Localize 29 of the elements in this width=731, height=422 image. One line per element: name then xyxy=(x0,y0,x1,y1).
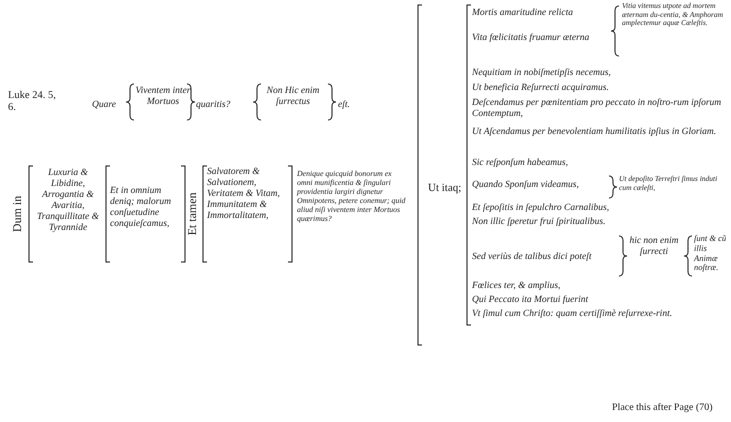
text-group: Non Hic enim ſurrectus xyxy=(262,86,324,108)
word: Quare xyxy=(92,100,116,111)
text-group: Luxuria & Libidine, Arrogantia & Avaritia, Tranquillitate & Tyrannide xyxy=(33,168,103,234)
text-line: Quando Sponſum videamus, xyxy=(472,180,579,191)
word: quaritis? xyxy=(196,100,230,111)
rotated-label: Dum in xyxy=(11,194,25,234)
text-line: Sed veriùs de talibus dici poteſt xyxy=(472,252,592,263)
text-line: Mortis amaritudine relicta xyxy=(472,8,573,19)
text-line: Vita fœlicitatis fruamur æterna xyxy=(472,33,590,44)
word: eſt. xyxy=(338,100,350,111)
text-group: Salvatorem & Salvationem, Veritatem & Vitam, Immunitatem & Immortalitatem, xyxy=(207,167,287,222)
text-line: Non illic ſperetur frui ſpiritualibus. xyxy=(472,217,606,228)
text-line: Qui Peccato ita Mortui fuerint xyxy=(472,295,588,306)
text-line: Deſcendamus per pœnitentiam pro peccato in noſtro-rum ipſorum Contemptum, xyxy=(472,98,722,120)
text-line: Et ſepoſitis in ſepulchro Carnalibus, xyxy=(472,203,610,214)
text-group: Viventem inter Mortuos xyxy=(133,86,193,108)
text-line: Sic reſponſum habeamus, xyxy=(472,158,568,169)
verse-reference: Luke 24. 5, 6. xyxy=(8,90,57,114)
text-line: Ut beneficia Reſurrecti acquiramus. xyxy=(472,83,609,94)
text-group: hic non enim ſurrecti xyxy=(628,236,680,258)
text-line: Fœlices ter, & amplius, xyxy=(472,281,560,292)
text-line: Ut Aſcendamus per benevolentiam humilitatis ipſius in Gloriam. xyxy=(472,127,718,138)
section-label: Ut itaq; xyxy=(428,182,462,195)
text-group: Et in omnium deniq; malorum conſuetudine conquieſcamus, xyxy=(110,186,182,230)
page-note: Place this after Page (70) xyxy=(612,402,713,414)
rotated-label: Et tamen xyxy=(186,191,200,238)
text-line: Vt ſimul cum Chriſto: quam certiſſimè reſurrexe-rint. xyxy=(472,309,674,320)
text-group: ſunt & cũ illis Animæ noſtræ. xyxy=(694,234,730,274)
text-line: Nequitiam in nobiſmetipſis necemus, xyxy=(472,68,611,79)
